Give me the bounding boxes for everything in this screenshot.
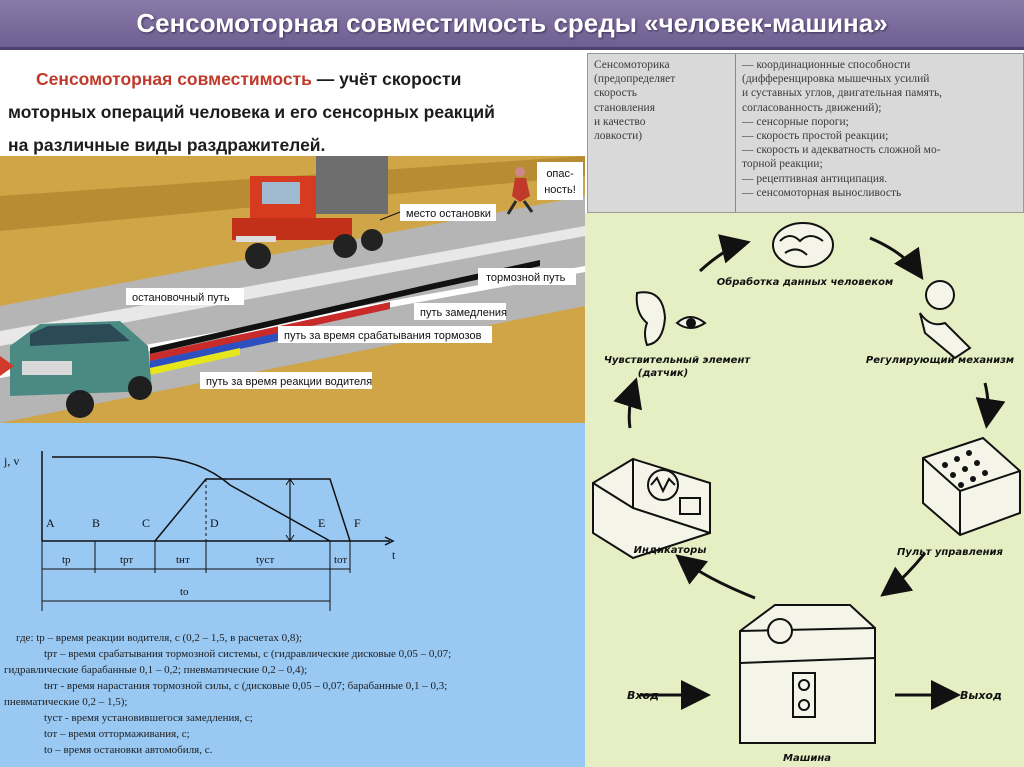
- table-cell: (предопределяет: [594, 73, 676, 86]
- arrow-indicators-to-sensor: [613, 377, 642, 429]
- label-sensor-sub: (датчик): [638, 368, 688, 379]
- label-output: Выход: [960, 689, 1002, 702]
- arrow-brain-to-hand: [869, 236, 924, 280]
- table-right-column: — координационные способности (дифференц…: [736, 54, 1023, 212]
- definition-text-2: моторных операций человека и его сенсорн…: [8, 102, 495, 122]
- label-processing: Обработка данных человеком: [717, 276, 893, 288]
- path-blue: [150, 326, 310, 368]
- path-red: [150, 302, 390, 361]
- pedestrian-icon: [506, 167, 534, 215]
- graph-legend: где: tр – время реакции водителя, с (0,2…: [4, 630, 584, 758]
- label-reaction-path: путь за время реакции водителя: [206, 376, 372, 388]
- arrow-sensor-to-brain: [698, 234, 751, 273]
- point-d: D: [210, 516, 219, 530]
- table-cell: — рецептивная антиципация.: [742, 172, 888, 185]
- machine-icon: [739, 604, 876, 744]
- velocity-curve: [52, 456, 331, 542]
- braking-graph: j, v t A B C D E F tp t: [3, 451, 396, 611]
- ear-eye-icon: [635, 291, 707, 347]
- legend-line: где: tр – время реакции водителя, с (0,2…: [16, 632, 303, 644]
- sensorimotor-table: Сенсомоторика (предопределяет скорость с…: [587, 53, 1024, 213]
- label-decel-path: путь замедления: [420, 307, 507, 319]
- legend-line: tот – время оттормаживания, с;: [44, 728, 190, 740]
- table-cell: — скорость и адекватность сложной мо-: [742, 144, 941, 157]
- road-illustration: опас- ность! место остановки тормозной п…: [0, 156, 585, 423]
- label-machine: Машина: [783, 753, 831, 764]
- label-brake-path: тормозной путь: [486, 272, 566, 284]
- label-sensor: Чувствительный элемент: [604, 355, 752, 366]
- human-machine-cycle: Обработка данных человеком Регулирующий …: [585, 213, 1024, 767]
- table-cell: согласованность движений);: [742, 101, 882, 114]
- path-black: [150, 260, 540, 354]
- table-cell: и качество: [594, 115, 646, 128]
- danger-label-1: опас-: [546, 168, 574, 180]
- legend-line: пневматические 0,2 – 1,5);: [4, 696, 128, 708]
- table-cell: — сенсорные пороги;: [742, 115, 849, 128]
- definition-text-1: — учёт скорости: [311, 69, 462, 89]
- path-yellow: [150, 348, 240, 375]
- definition-text-3: на различные виды раздражителей.: [8, 135, 326, 155]
- label-stop-place: место остановки: [406, 208, 491, 220]
- interval-tnt: tнт: [176, 554, 190, 566]
- point-c: C: [142, 516, 150, 530]
- table-cell: становления: [594, 101, 655, 114]
- page-title: Сенсомоторная совместимость среды «челов…: [0, 0, 1024, 50]
- interval-tust: tуст: [256, 554, 274, 566]
- point-e: E: [318, 516, 325, 530]
- brain-icon: [772, 222, 834, 268]
- danger-label-2: ность!: [544, 184, 576, 196]
- interval-to: to: [180, 586, 189, 598]
- point-a: A: [46, 516, 55, 530]
- y-axis-label: j, v: [3, 454, 19, 468]
- table-left-column: Сенсомоторика (предопределяет скорость с…: [588, 54, 736, 212]
- label-control-panel: Пульт управления: [897, 547, 1003, 558]
- table-cell: торной реакции;: [742, 158, 823, 171]
- interval-tp: tp: [62, 554, 71, 566]
- table-cell: (дифференцировка мышечных усилий: [742, 73, 930, 86]
- legend-line: tо – время остановки автомобиля, с.: [44, 744, 213, 756]
- label-indicators: Индикаторы: [634, 545, 707, 556]
- interval-trt: tрт: [120, 554, 133, 566]
- legend-line: tрт – время срабатывания тормозной систе…: [44, 648, 452, 660]
- table-cell: и суставных углов, двигательная память,: [742, 87, 943, 100]
- table-cell: скорость: [594, 87, 638, 100]
- legend-line: гидравлические барабанные 0,1 – 0,2; пне…: [4, 664, 308, 676]
- table-cell: Сенсомоторика: [594, 59, 670, 71]
- definition-term: Сенсомоторная совместимость: [36, 69, 312, 89]
- point-f: F: [354, 516, 361, 530]
- table-cell: ловкости): [594, 130, 643, 143]
- label-brake-response-path: путь за время срабатывания тормозов: [284, 330, 482, 342]
- hand-icon: [919, 280, 972, 360]
- car-icon: [0, 321, 152, 418]
- road-svg: опас- ность! место остановки тормозной п…: [0, 156, 585, 423]
- table-cell: — сенсомоторная выносливость: [742, 186, 902, 199]
- braking-graph-panel: j, v t A B C D E F tp t: [0, 423, 585, 767]
- truck-icon: [232, 156, 388, 269]
- table-cell: — координационные способности: [742, 59, 911, 71]
- intro-definition: Сенсомоторная совместимость — учёт скоро…: [0, 53, 584, 156]
- x-axis-label: t: [392, 548, 396, 562]
- arrow-panel-to-machine: [880, 552, 927, 597]
- label-regulating: Регулирующий механизм: [866, 355, 1014, 366]
- interval-tot: tот: [334, 554, 347, 566]
- arrow-machine-to-indicators: [675, 554, 756, 600]
- cycle-diagram: Обработка данных человеком Регулирующий …: [592, 222, 1021, 764]
- legend-line: tуст - время установившегося замедления,…: [44, 712, 253, 724]
- legend-line: tнт - время нарастания тормозной силы, с…: [44, 680, 448, 692]
- point-b: B: [92, 516, 100, 530]
- indicators-icon: [592, 457, 711, 560]
- label-stopping-path: остановочный путь: [132, 292, 230, 304]
- table-cell: — скорость простой реакции;: [742, 130, 889, 143]
- label-input: Вход: [627, 689, 659, 702]
- arrow-hand-to-panel: [975, 382, 1006, 429]
- deceleration-curve: [154, 478, 351, 542]
- control-panel-icon: [922, 436, 1021, 537]
